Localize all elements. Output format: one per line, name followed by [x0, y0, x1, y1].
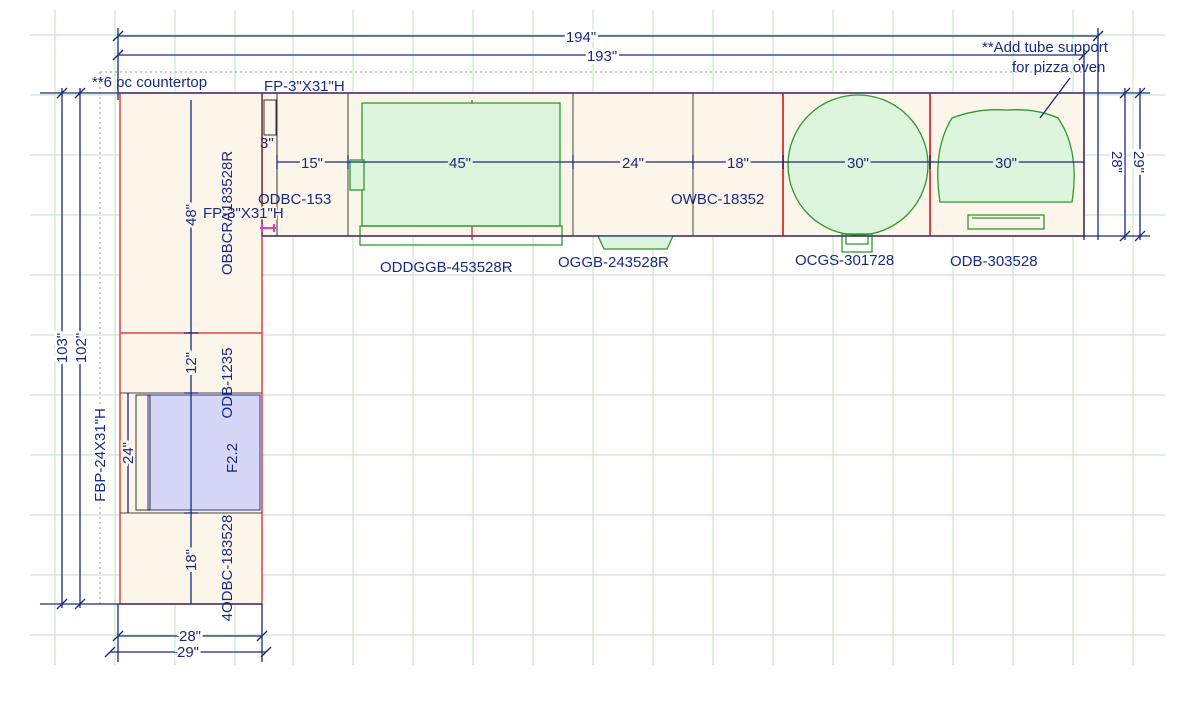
grill-body — [361, 102, 561, 227]
dim-3: 3" — [260, 135, 274, 152]
appliances — [135, 94, 1075, 511]
pizza-oven-base — [967, 214, 1045, 230]
label-odbc-153: ODBC-153 — [258, 191, 331, 208]
pizza-oven — [937, 109, 1075, 203]
label-fbp: FBP-24X31"H — [92, 408, 109, 502]
ceramic-grill-base-inner — [845, 233, 869, 245]
labels: **6 pc countertop **Add tube support for… — [52, 27, 1150, 664]
dim-30-oven: 30" — [995, 155, 1017, 172]
label-owbc: OWBC-18352 — [671, 191, 764, 208]
filler-small-box — [263, 99, 277, 136]
dimension-lines — [40, 28, 1150, 662]
dim-12: 12" — [183, 352, 200, 374]
dim-29-right: 29" — [1130, 151, 1147, 173]
label-fp-mid: FP-3"X31"H — [203, 205, 284, 222]
grill-side-tab — [349, 159, 365, 191]
dim-18: 18" — [727, 155, 749, 172]
dim-102: 102" — [73, 333, 90, 363]
ceramic-grill — [787, 94, 929, 236]
dim-24: 24" — [622, 155, 644, 172]
dim-30-grill: 30" — [847, 155, 869, 172]
dim-194: 194" — [566, 29, 596, 46]
label-obbcra: OBBCRA183528R — [219, 151, 236, 275]
label-odb-1235: ODB-1235 — [219, 348, 236, 419]
sink-basin — [147, 394, 261, 511]
dim-45: 45" — [449, 155, 471, 172]
label-ocgs: OCGS-301728 — [795, 252, 894, 269]
countertop-note: **6 pc countertop — [92, 74, 207, 91]
label-oddggb: ODDGGB-453528R — [380, 259, 513, 276]
dim-28-bottom: 28" — [179, 628, 201, 645]
dim-103: 103" — [54, 333, 71, 363]
dim-193: 193" — [587, 48, 617, 65]
dim-48: 48" — [183, 204, 200, 226]
dim-29-bottom: 29" — [177, 644, 199, 661]
tube-support-note-1: **Add tube support — [982, 39, 1109, 56]
dim-18-left: 18" — [183, 549, 200, 571]
label-f22: F2.2 — [224, 443, 241, 473]
label-odbc-183528: 4ODBC-183528 — [219, 515, 236, 622]
sink-faucet-tab — [135, 394, 151, 511]
dim-15: 15" — [301, 155, 323, 172]
side-burner — [597, 235, 674, 250]
dim-24-sink: 24" — [120, 442, 137, 464]
label-fp-top: FP-3"X31"H — [264, 78, 345, 95]
label-oggb: OGGB-243528R — [558, 254, 669, 271]
tube-support-note-2: for pizza oven — [1012, 59, 1105, 76]
label-odb-303528: ODB-303528 — [950, 253, 1038, 270]
dim-28-right: 28" — [1108, 151, 1125, 173]
